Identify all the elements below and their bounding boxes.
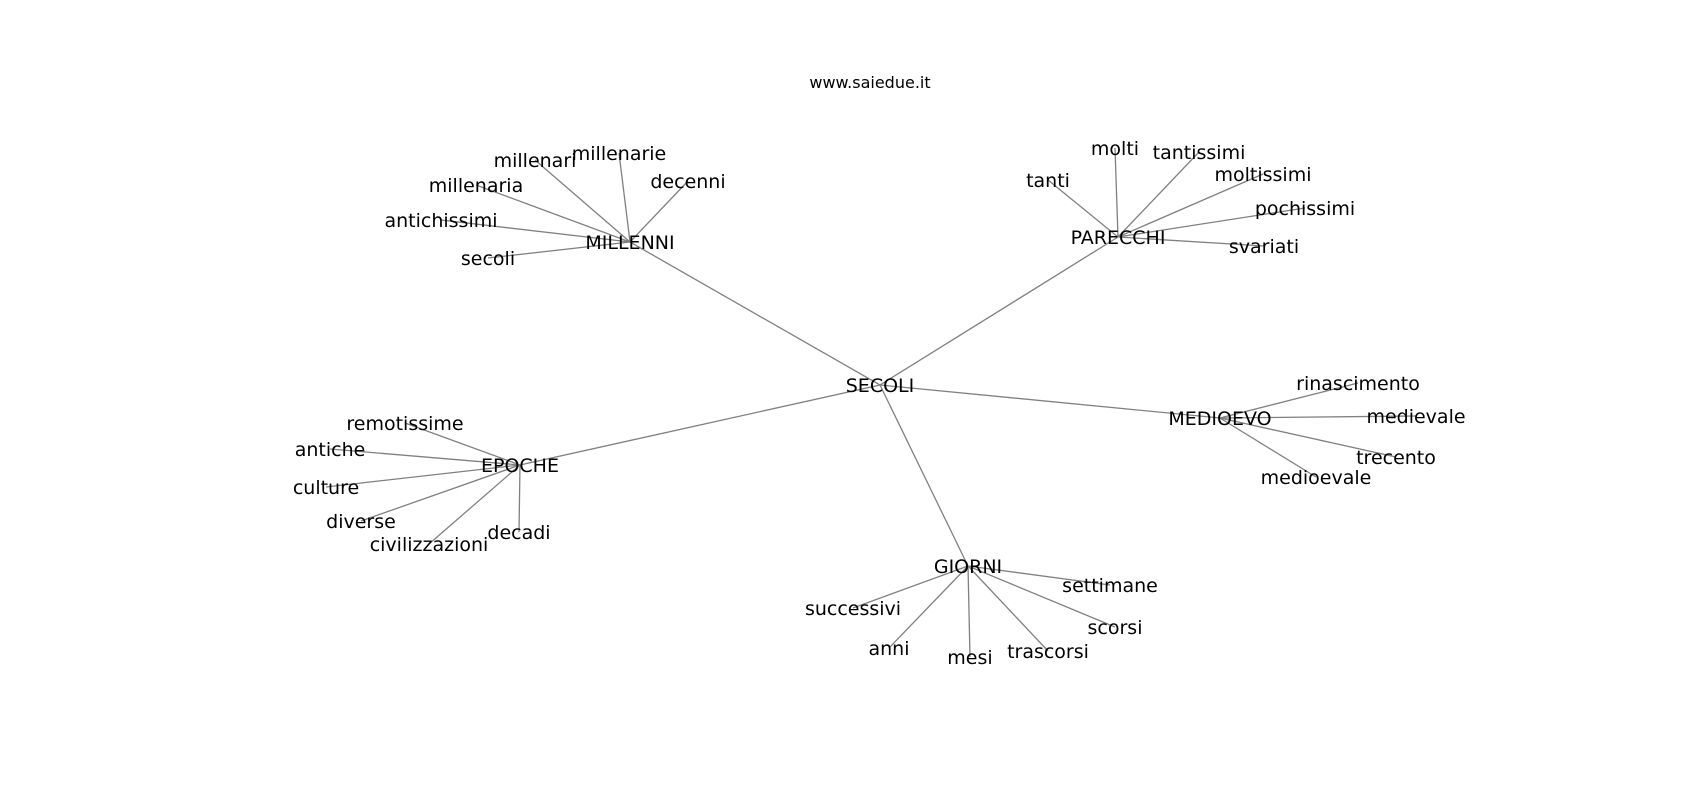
edge-layer [325, 147, 1417, 658]
edge-epoche-diverse [360, 464, 521, 522]
edge-secoli-millenni [629, 241, 881, 386]
node-leaf-medioevale: medioevale [1261, 467, 1372, 489]
edge-millenni-antichissimi [440, 219, 631, 243]
node-leaf-decadi: decadi [487, 522, 550, 544]
node-leaf-millenarie: millenarie [572, 143, 667, 165]
edge-millenni-decenni [629, 180, 689, 243]
node-leaf-anni: anni [868, 638, 909, 660]
node-hub-giorni: GIORNI [934, 556, 1002, 578]
edge-medioevo-trecento [1219, 417, 1397, 458]
node-leaf-tantissimi: tantissimi [1153, 142, 1246, 164]
node-hub-millenni: MILLENNI [585, 232, 674, 254]
site-watermark: www.saiedue.it [809, 73, 930, 92]
node-leaf-civilizzazioni: civilizzazioni [370, 534, 489, 556]
label-layer: www.saiedue.it SECOLIMILLENNImillenarimi… [293, 73, 1466, 669]
node-leaf-tanti: tanti [1026, 170, 1070, 192]
node-leaf-antichissimi: antichissimi [384, 210, 497, 232]
edge-secoli-parecchi [879, 236, 1119, 386]
node-leaf-secoli: secoli [461, 248, 515, 270]
edge-medioevo-medioevale [1219, 417, 1317, 478]
node-leaf-culture: culture [293, 477, 359, 499]
edge-parecchi-tantissimi [1117, 151, 1200, 238]
edge-epoche-antiche [329, 448, 521, 466]
node-hub-medioevo: MEDIOEVO [1168, 408, 1271, 430]
node-leaf-successivi: successivi [805, 598, 901, 620]
edge-giorni-mesi [967, 565, 971, 658]
node-leaf-rinascimento: rinascimento [1296, 373, 1420, 395]
edge-giorni-scorsi [967, 565, 1116, 628]
edge-epoche-culture [325, 464, 521, 488]
edge-epoche-civilizzazioni [428, 464, 521, 545]
node-hub-parecchi: PARECCHI [1071, 227, 1166, 249]
edge-parecchi-tanti [1047, 179, 1119, 238]
edge-giorni-trascorsi [967, 565, 1049, 652]
node-leaf-molti: molti [1091, 138, 1139, 160]
edge-secoli-giorni [879, 384, 969, 567]
edge-secoli-medioevo [879, 384, 1221, 419]
node-leaf-mesi: mesi [947, 647, 992, 669]
edge-medioevo-medievale [1219, 415, 1417, 419]
node-leaf-settimane: settimane [1062, 575, 1158, 597]
edge-medioevo-rinascimento [1219, 382, 1359, 419]
node-leaf-pochissimi: pochissimi [1255, 198, 1355, 220]
node-leaf-trecento: trecento [1356, 447, 1436, 469]
edge-parecchi-svariati [1117, 236, 1265, 247]
edge-giorni-settimane [967, 565, 1111, 586]
edge-parecchi-pochissimi [1117, 207, 1306, 238]
node-leaf-decenni: decenni [650, 171, 725, 193]
edge-millenni-secoli [487, 241, 631, 259]
edge-epoche-remotissime [404, 422, 521, 466]
node-leaf-millenari: millenari [494, 150, 577, 172]
node-leaf-millenaria: millenaria [429, 175, 523, 197]
node-leaf-moltissimi: moltissimi [1214, 164, 1311, 186]
edge-millenni-millenarie [618, 152, 631, 243]
node-leaf-antiche: antiche [295, 439, 366, 461]
node-leaf-remotissime: remotissime [346, 413, 463, 435]
node-leaf-scorsi: scorsi [1088, 617, 1143, 639]
edge-millenni-millenaria [475, 184, 631, 243]
edge-parecchi-molti [1114, 147, 1119, 238]
node-hub-epoche: EPOCHE [481, 455, 559, 477]
edge-epoche-decadi [518, 464, 521, 533]
edge-parecchi-moltissimi [1117, 173, 1264, 238]
node-leaf-diverse: diverse [326, 511, 396, 533]
node-root-secoli: SECOLI [846, 375, 914, 397]
edge-giorni-anni [888, 565, 969, 649]
edge-secoli-epoche [519, 384, 881, 466]
edge-giorni-successivi [852, 565, 969, 609]
edge-millenni-millenari [534, 159, 631, 243]
node-leaf-svariati: svariati [1229, 236, 1299, 258]
node-leaf-trascorsi: trascorsi [1007, 641, 1089, 663]
node-leaf-medievale: medievale [1366, 406, 1465, 428]
